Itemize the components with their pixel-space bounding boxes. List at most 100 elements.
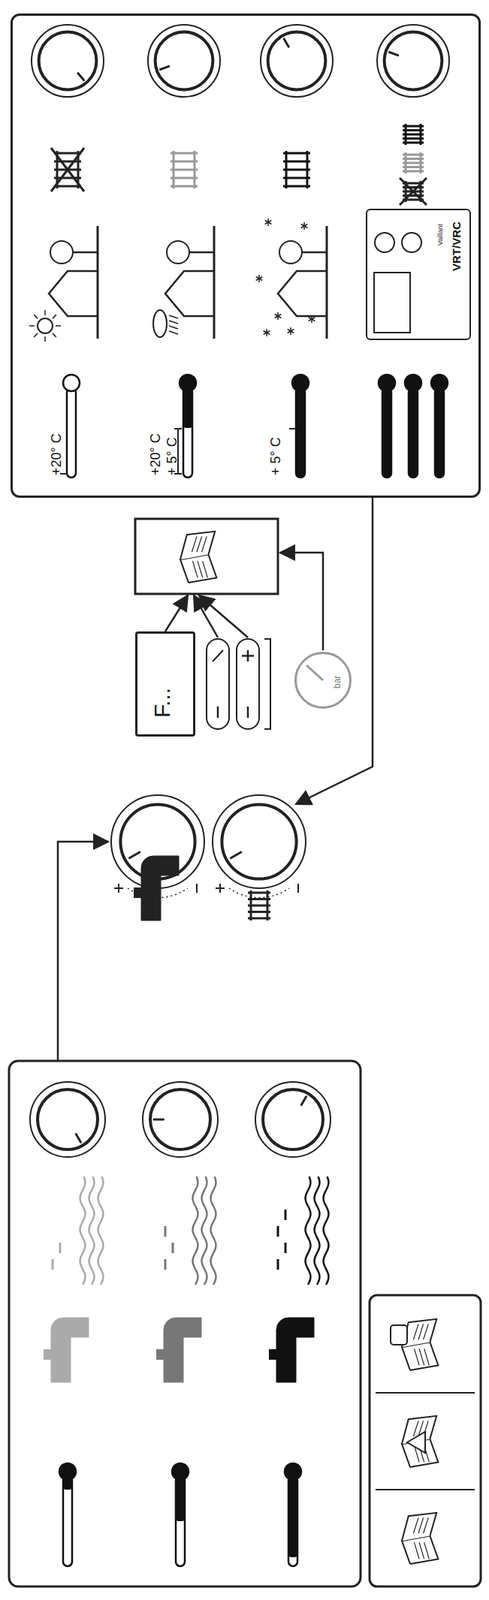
- plus-mark: [241, 655, 254, 658]
- stroke: [202, 561, 209, 578]
- snowflake: [263, 331, 271, 336]
- manual-book: [401, 1513, 438, 1565]
- stroke: [247, 892, 271, 895]
- house-outline: [165, 271, 215, 317]
- divider: [375, 1392, 475, 1395]
- text-holder: F...: [149, 688, 176, 719]
- button-pill: [206, 639, 230, 730]
- stroke: [414, 1349, 420, 1366]
- pressure-gauge: bar: [294, 652, 352, 710]
- stroke: [423, 1324, 429, 1341]
- warning-triangle: [407, 1432, 426, 1454]
- house-symbol: [48, 226, 98, 339]
- heating-panel: +20° C+20° C+ 5° C+ 5° CVaillantVRT/VRC: [10, 13, 481, 499]
- scale-arc: [127, 888, 188, 899]
- sun-symbol: [29, 310, 61, 342]
- thermometer: [63, 374, 80, 478]
- tree-trunk: [300, 251, 327, 254]
- stroke: [402, 194, 424, 197]
- thermometer-fill: [183, 387, 193, 429]
- thermometer-tube: [183, 387, 193, 478]
- plus-mark: [117, 884, 120, 894]
- stroke: [247, 905, 271, 908]
- tap-body: [163, 1318, 202, 1383]
- knob-rim: [31, 24, 104, 97]
- stroke: [423, 1518, 429, 1534]
- stroke: [197, 561, 203, 578]
- rain-drop: [169, 320, 179, 324]
- off-cross: [399, 178, 427, 206]
- knob-face: [39, 32, 97, 91]
- thermometer-bulb: [404, 374, 422, 392]
- thermometer-tube: [434, 387, 444, 478]
- flow-arrow: [57, 842, 109, 1062]
- text-holder: Vaillant: [431, 223, 446, 246]
- steam-dash: [164, 1226, 167, 1238]
- thermometer-tube: [66, 387, 76, 478]
- ground-line: [96, 226, 100, 339]
- stroke: [196, 536, 203, 553]
- snowflake: [308, 317, 316, 322]
- tree-trunk: [71, 251, 98, 254]
- stroke: [54, 160, 82, 163]
- sun-ray: [33, 314, 38, 319]
- thermometer-bulb: [63, 374, 80, 392]
- tree-crown: [166, 241, 190, 264]
- house-outline: [48, 271, 98, 317]
- stroke: [283, 152, 311, 155]
- radiator-symbol: [247, 890, 271, 921]
- thermometer-bulb: [179, 374, 197, 392]
- control-knob: [142, 1082, 218, 1158]
- node-text: bar: [332, 676, 343, 689]
- sun-ray: [55, 325, 61, 327]
- manual-book: [180, 531, 217, 583]
- steam-dash: [277, 1259, 280, 1271]
- sun-ray: [29, 325, 35, 327]
- tap-handle: [133, 887, 142, 899]
- thermometer-tube: [382, 387, 392, 478]
- knob-indicator: [230, 852, 241, 859]
- thermometer-bulb: [431, 374, 448, 392]
- controller-screen: [374, 272, 411, 333]
- steam-dash: [277, 1226, 280, 1238]
- rain-drop: [169, 315, 179, 319]
- cloud: [153, 310, 167, 338]
- tree-crown: [50, 241, 73, 264]
- stroke: [402, 153, 424, 157]
- stroke: [170, 160, 198, 163]
- knob-rim: [260, 24, 333, 97]
- ground-line: [213, 226, 216, 339]
- thermometer-bulb: [378, 374, 396, 392]
- minus-mark: [297, 884, 299, 894]
- snowflake: [287, 329, 295, 334]
- thermometer: [172, 1463, 189, 1567]
- knob-indicator: [283, 39, 289, 47]
- button-pill: [236, 639, 260, 730]
- stroke: [402, 186, 424, 189]
- thermometer: [378, 374, 396, 478]
- manual-book: [401, 1416, 438, 1468]
- snowflake: [265, 220, 272, 225]
- control-knob: [260, 24, 333, 97]
- radiator-symbol: [399, 178, 427, 206]
- radiator-symbol: [283, 150, 311, 189]
- sun-ray: [52, 314, 57, 319]
- ground-line: [326, 226, 329, 339]
- text-holder: VRT/VRC: [449, 221, 464, 272]
- tap-body: [276, 1318, 314, 1383]
- control-knob: [147, 24, 221, 97]
- knob-face: [268, 32, 326, 91]
- steam-wave: [98, 1177, 104, 1286]
- control-knob: [30, 1082, 106, 1158]
- stroke: [424, 1349, 430, 1366]
- stroke: [418, 1518, 424, 1534]
- thermometer: [404, 374, 422, 478]
- stroke: [170, 152, 198, 155]
- stroke: [401, 1343, 438, 1371]
- thermometer: [292, 374, 309, 478]
- tap-handle: [268, 1349, 277, 1361]
- rain-drop: [169, 331, 179, 335]
- stroke: [247, 911, 271, 914]
